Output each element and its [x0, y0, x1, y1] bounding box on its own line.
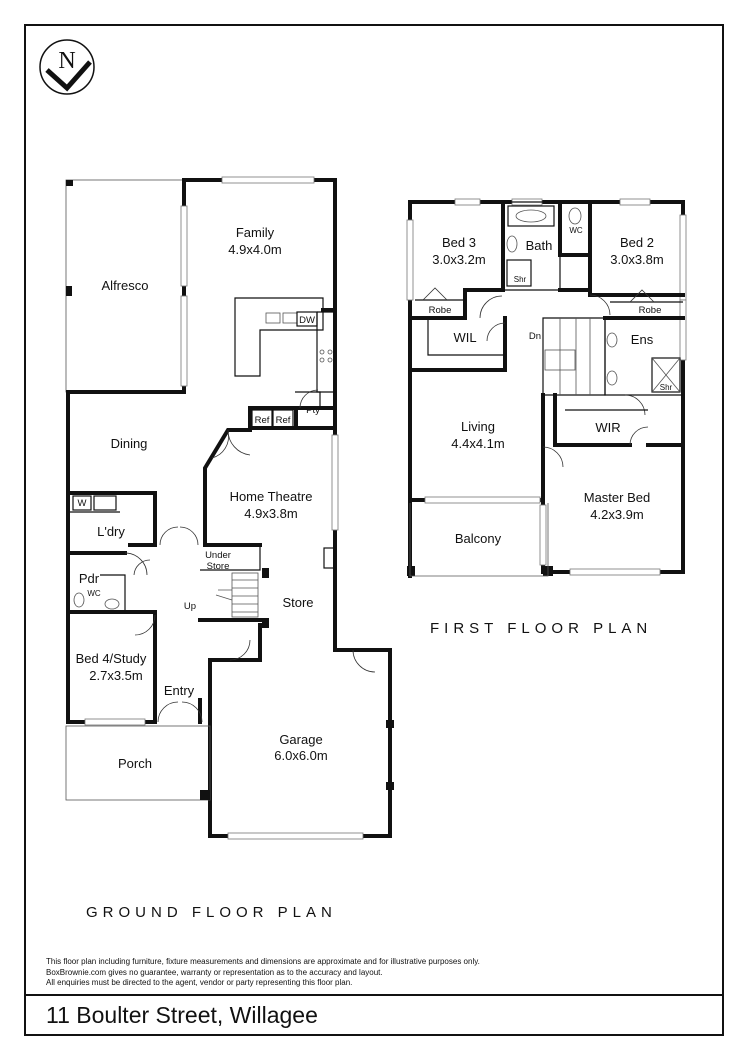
property-address: 11 Boulter Street, Willagee — [46, 1002, 318, 1028]
room-garage-name: Garage — [279, 732, 322, 747]
north-letter: N — [58, 48, 75, 74]
footer-divider — [24, 994, 724, 996]
stair-up-label: Up — [184, 601, 196, 612]
room-bed2-size: 3.0x3.8m — [610, 252, 663, 267]
ground-floor-title: GROUND FLOOR PLAN — [86, 904, 337, 921]
room-robe-left-name: Robe — [429, 305, 452, 316]
fixture-washer: W — [78, 498, 87, 509]
room-entry-name: Entry — [164, 683, 195, 698]
disclaimer-line: All enquiries must be directed to the ag… — [46, 978, 353, 987]
room-alfresco-name: Alfresco — [102, 278, 149, 293]
room-porch-name: Porch — [118, 756, 152, 771]
room-wir-name: WIR — [595, 420, 620, 435]
room-under-store-line1: Under — [205, 550, 231, 561]
fixture-dishwasher: DW — [299, 315, 315, 326]
room-garage-size: 6.0x6.0m — [274, 748, 327, 763]
room-pantry-name: Pty — [306, 405, 320, 416]
room-living-size: 4.4x4.1m — [451, 436, 504, 451]
room-balcony-name: Balcony — [455, 531, 502, 546]
room-powder-wc-name: WC — [87, 589, 101, 598]
disclaimer-line: This floor plan including furniture, fix… — [46, 957, 480, 966]
room-robe-right-name: Robe — [639, 305, 662, 316]
room-powder-name: Pdr — [79, 571, 100, 586]
porch-area — [65, 725, 211, 801]
room-bed3-size: 3.0x3.2m — [432, 252, 485, 267]
stair-down-label: Dn — [529, 331, 541, 342]
ground-floor-plan: Family 4.9x4.0m Alfresco Dining Home The… — [65, 176, 394, 840]
fixture-ref-2: Ref — [276, 415, 291, 426]
room-home-theatre-name: Home Theatre — [230, 489, 313, 504]
room-bed3-name: Bed 3 — [442, 235, 476, 250]
first-floor-plan: Bed 3 3.0x3.2m Bath Shr WC Bed 2 3.0x3.8… — [406, 198, 687, 578]
disclaimer: This floor plan including furniture, fix… — [46, 957, 606, 989]
north-arrow-icon: N — [39, 39, 95, 95]
room-bath-name: Bath — [526, 238, 553, 253]
room-bath-shower-name: Shr — [514, 275, 527, 284]
room-wc-name: WC — [569, 226, 583, 235]
disclaimer-line: BoxBrownie.com gives no guarantee, warra… — [46, 967, 383, 977]
room-family-size: 4.9x4.0m — [228, 242, 281, 257]
room-living-name: Living — [461, 419, 495, 434]
room-ensuite-name: Ens — [631, 332, 654, 347]
first-floor-title: FIRST FLOOR PLAN — [430, 620, 653, 637]
room-laundry-name: L'dry — [97, 524, 125, 539]
room-bed2-name: Bed 2 — [620, 235, 654, 250]
fixture-ref-1: Ref — [255, 415, 270, 426]
room-bed4-size: 2.7x3.5m — [89, 668, 142, 683]
room-dining-name: Dining — [111, 436, 148, 451]
room-under-store-line2: Store — [207, 561, 230, 572]
room-ensuite-shower-name: Shr — [660, 383, 673, 392]
plan-border — [24, 24, 724, 1036]
room-home-theatre-size: 4.9x3.8m — [244, 506, 297, 521]
room-master-bed-size: 4.2x3.9m — [590, 507, 643, 522]
room-bed4-name: Bed 4/Study — [76, 651, 147, 666]
room-store-name: Store — [282, 595, 313, 610]
room-wil-name: WIL — [453, 330, 476, 345]
room-family-name: Family — [236, 225, 275, 240]
room-master-bed-name: Master Bed — [584, 490, 650, 505]
